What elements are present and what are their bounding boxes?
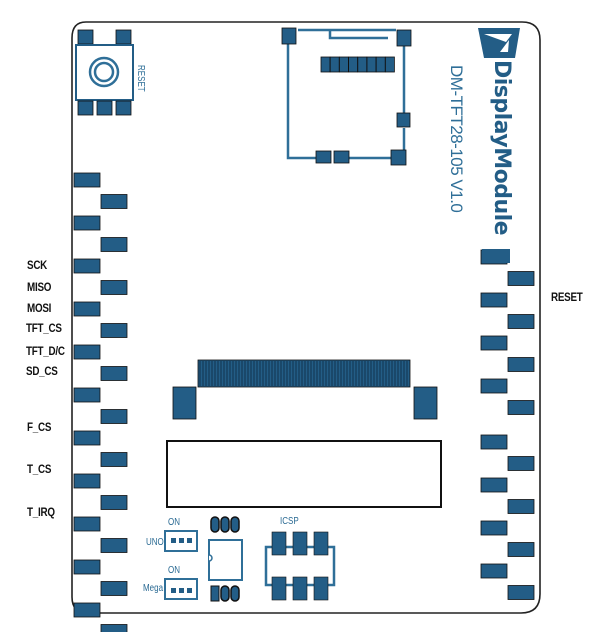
left-header-pad	[73, 473, 101, 489]
jumper-uno-state: ON	[168, 517, 180, 528]
right-header-pad	[507, 585, 535, 600]
sd-contact-pad	[320, 56, 331, 73]
icsp-label: ICSP	[280, 516, 299, 527]
left-header-pad	[100, 323, 128, 338]
right-header-pad	[507, 314, 535, 329]
pin-label-f-cs: F_CS	[27, 420, 52, 434]
icsp-header	[264, 531, 336, 601]
left-header-pad	[73, 215, 101, 231]
pin-label-mosi: MOSI	[27, 301, 52, 315]
display-outline	[166, 440, 442, 508]
pin-label-reset: RESET	[551, 290, 583, 304]
flash-chip	[208, 516, 243, 602]
left-header-pad	[100, 194, 128, 209]
jumper-uno[interactable]	[164, 530, 198, 552]
logo-bar	[482, 249, 510, 263]
left-header-pad	[100, 581, 128, 596]
right-header-pad	[507, 271, 535, 286]
left-header-pad	[100, 409, 128, 424]
right-header-pad	[507, 357, 535, 372]
right-header-pad	[507, 400, 535, 415]
sd-contact-pad	[338, 56, 349, 73]
left-header-pad	[100, 280, 128, 295]
pin-label-miso: MISO	[27, 280, 52, 294]
right-header-pad	[480, 292, 508, 308]
left-header-pad	[73, 344, 101, 360]
right-header-pad	[507, 456, 535, 471]
left-header-pad	[100, 624, 128, 632]
right-header-pad	[507, 542, 535, 557]
right-header-pad	[480, 520, 508, 536]
left-header-pad	[73, 602, 101, 618]
left-header-pad	[100, 538, 128, 553]
jumper-mega-label: Mega	[143, 583, 164, 594]
sd-contact-pad	[375, 56, 386, 73]
left-header-pad	[73, 301, 101, 317]
right-header-pad	[480, 378, 508, 394]
displaymodule-logo-icon	[478, 28, 520, 58]
left-header-pad	[73, 430, 101, 446]
left-header-pad	[73, 559, 101, 575]
pin-label-sck: SCK	[27, 258, 48, 272]
board-outline	[71, 21, 541, 614]
right-header-pad	[480, 563, 508, 579]
left-header-pad	[73, 258, 101, 274]
jumper-mega-state: ON	[168, 565, 180, 576]
brand-name: DisplayModule	[489, 60, 514, 236]
sd-contact-pad	[329, 56, 340, 73]
right-header-pad	[480, 335, 508, 351]
left-header-pad	[100, 495, 128, 510]
sd-contact-pad	[357, 56, 368, 73]
right-header-pad	[507, 499, 535, 514]
left-header-pad	[100, 452, 128, 467]
reset-button[interactable]	[75, 29, 134, 116]
pin-label-tft-dc: TFT_D/C	[26, 344, 65, 358]
reset-button-label: RESET	[135, 65, 146, 92]
sd-contact-pad	[366, 56, 377, 73]
jumper-mega[interactable]	[164, 578, 198, 600]
left-header-pad	[73, 387, 101, 403]
sd-card-slot	[281, 27, 412, 166]
left-header-pad	[100, 366, 128, 381]
pin-label-sd-cs: SD_CS	[26, 364, 58, 378]
sd-contact-pad	[348, 56, 359, 73]
sd-contact-pad	[384, 56, 395, 73]
left-header-pad	[100, 237, 128, 252]
pin-label-t-irq: T_IRQ	[27, 505, 55, 519]
right-header-pad	[480, 477, 508, 493]
left-header-pad	[73, 172, 101, 188]
right-pin-header	[480, 249, 535, 600]
pin-label-t-cs: T_CS	[27, 462, 52, 476]
fpc-connector	[172, 359, 438, 420]
jumper-uno-label: UNO	[146, 537, 164, 548]
pin-label-tft-cs: TFT_CS	[26, 321, 62, 335]
left-header-pad	[73, 516, 101, 532]
model-label: DM-TFT28-105 V1.0	[447, 65, 466, 213]
left-pin-header	[73, 172, 128, 632]
right-header-pad	[480, 434, 508, 450]
